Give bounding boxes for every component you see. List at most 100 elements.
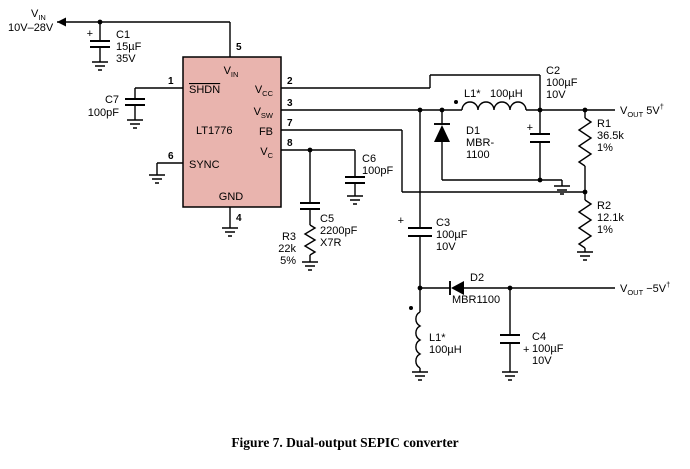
c4-ref-label: C4 (532, 331, 546, 343)
c4-rating-label: 10V (532, 355, 552, 367)
c7-ref-label: C7 (105, 94, 119, 106)
c5-rating-label: X7R (320, 237, 341, 249)
vout-pos-label: VOUT 5V† (620, 102, 664, 119)
ground-top-rail (554, 185, 570, 195)
ic-pin-label-vsw: VSW (254, 106, 274, 120)
d2-ref-label: D2 (470, 272, 484, 284)
l1a-phase-dot (454, 100, 458, 104)
wire-sync (156, 162, 183, 175)
c3-polarity: + (398, 215, 404, 227)
output-cap-c2: + C2 100µF 10V (527, 65, 578, 143)
figure-caption: Figure 7. Dual-output SEPIC converter (231, 435, 458, 450)
c7-capacitor (125, 98, 145, 106)
d1-value-label-2: 1100 (466, 149, 490, 161)
ground-sync (149, 174, 165, 184)
ic-pin-label-vc: VC (260, 146, 273, 160)
ic-pin-label-vin: VIN (224, 65, 239, 79)
c6-ref-label: C6 (362, 153, 376, 165)
vin-arrow-icon (57, 17, 66, 27)
wire-vc-route (281, 149, 355, 262)
d1-ref-label: D1 (466, 125, 480, 137)
input-cap-c1: + C1 15µF 35V (87, 28, 142, 65)
ic-pin-label-sync: SYNC (189, 159, 220, 171)
diode-d2: D2 MBR1100 (449, 272, 500, 306)
pin-number-7: 7 (287, 118, 293, 129)
d2-value-label: MBR1100 (452, 294, 500, 306)
r2-ref-label: R2 (597, 200, 611, 212)
r1-ref-label: R1 (597, 118, 611, 130)
pin-number-5: 5 (236, 42, 242, 53)
wires (57, 21, 615, 372)
c3-ref-label: C3 (436, 217, 450, 229)
c2-ref-label: C2 (546, 65, 560, 77)
vc-compensation-c5-r3: C5 2200pF X7R R3 22k 5% (278, 202, 358, 267)
c1-polarity: + (87, 28, 93, 40)
d2-diode (451, 281, 464, 295)
l1a-ref-label: L1* (464, 88, 481, 100)
wire-fb-route (281, 129, 585, 193)
junction-dot (582, 189, 588, 195)
ground-r3 (302, 261, 318, 271)
wire-vin-rail (57, 21, 231, 57)
wire-shdn (134, 87, 183, 120)
r3-value-label: 22k (278, 243, 296, 255)
c3-capacitor (408, 227, 432, 237)
c2-value-label: 100µF (546, 77, 578, 89)
r1-tolerance-label: 1% (597, 142, 613, 154)
ground-r2 (577, 251, 593, 261)
junction-dot (417, 107, 423, 113)
pin-number-6: 6 (168, 151, 174, 162)
l1b-value-label: 100µH (429, 344, 462, 356)
c1-rating-label: 35V (116, 53, 136, 65)
junction-dot (582, 107, 588, 113)
r3-tolerance-label: 5% (280, 255, 296, 267)
l1a-value-label: 100µH (490, 88, 523, 100)
pin-number-4: 4 (236, 213, 242, 224)
r1-value-label: 36.5k (597, 130, 624, 142)
ic-pin-label-vcc: VCC (255, 84, 274, 98)
c2-capacitor (530, 133, 550, 143)
vin-source: VIN 10V–28V (8, 8, 66, 34)
vin-label: VIN (31, 8, 46, 22)
c5-value-label: 2200pF (320, 225, 358, 237)
junction-dot (307, 147, 313, 153)
r2-resistor (577, 199, 593, 249)
catch-diode-d1: D1 MBR- 1100 (434, 123, 494, 161)
ground-c6 (347, 195, 363, 205)
junction-dots (97, 19, 588, 291)
pin-number-3: 3 (287, 98, 293, 109)
wire-vcc-route (281, 74, 541, 110)
c2-polarity: + (527, 122, 533, 134)
r2-value-label: 12.1k (597, 212, 624, 224)
pin-number-2: 2 (287, 76, 293, 87)
c6-value-label: 100pF (362, 165, 393, 177)
r3-resistor (303, 224, 317, 256)
c5-capacitor (300, 202, 320, 210)
output-labels: VOUT 5V† VOUT −5V† (620, 102, 670, 297)
c1-value-label: 15µF (116, 41, 142, 53)
coupling-cap-c3: + C3 100µF 10V (398, 215, 468, 253)
ic-body (182, 56, 282, 208)
c3-rating-label: 10V (436, 241, 456, 253)
ground-c7 (127, 119, 143, 129)
output-cap-c4: + C4 100µF 10V (500, 331, 564, 367)
junction-dot (97, 19, 103, 25)
feedback-divider-r1-r2: R1 36.5k 1% R2 12.1k 1% (577, 117, 624, 249)
pin-number-1: 1 (168, 76, 174, 87)
shdn-cap-c7: C7 100pF (88, 94, 145, 119)
c7-value-label: 100pF (88, 107, 119, 119)
junction-dot (537, 107, 543, 113)
inductor-l1a: L1* 100µH (454, 88, 527, 111)
c4-polarity: + (523, 344, 529, 356)
c4-capacitor (500, 334, 520, 344)
ground-ic (222, 227, 238, 237)
r2-tolerance-label: 1% (597, 224, 613, 236)
ground-c1 (92, 61, 108, 71)
ic-pin-label-fb: FB (259, 126, 273, 138)
l1a-coil (461, 101, 527, 111)
junction-dot (439, 107, 445, 113)
junction-dot (507, 285, 513, 291)
l1b-coil (415, 311, 422, 369)
